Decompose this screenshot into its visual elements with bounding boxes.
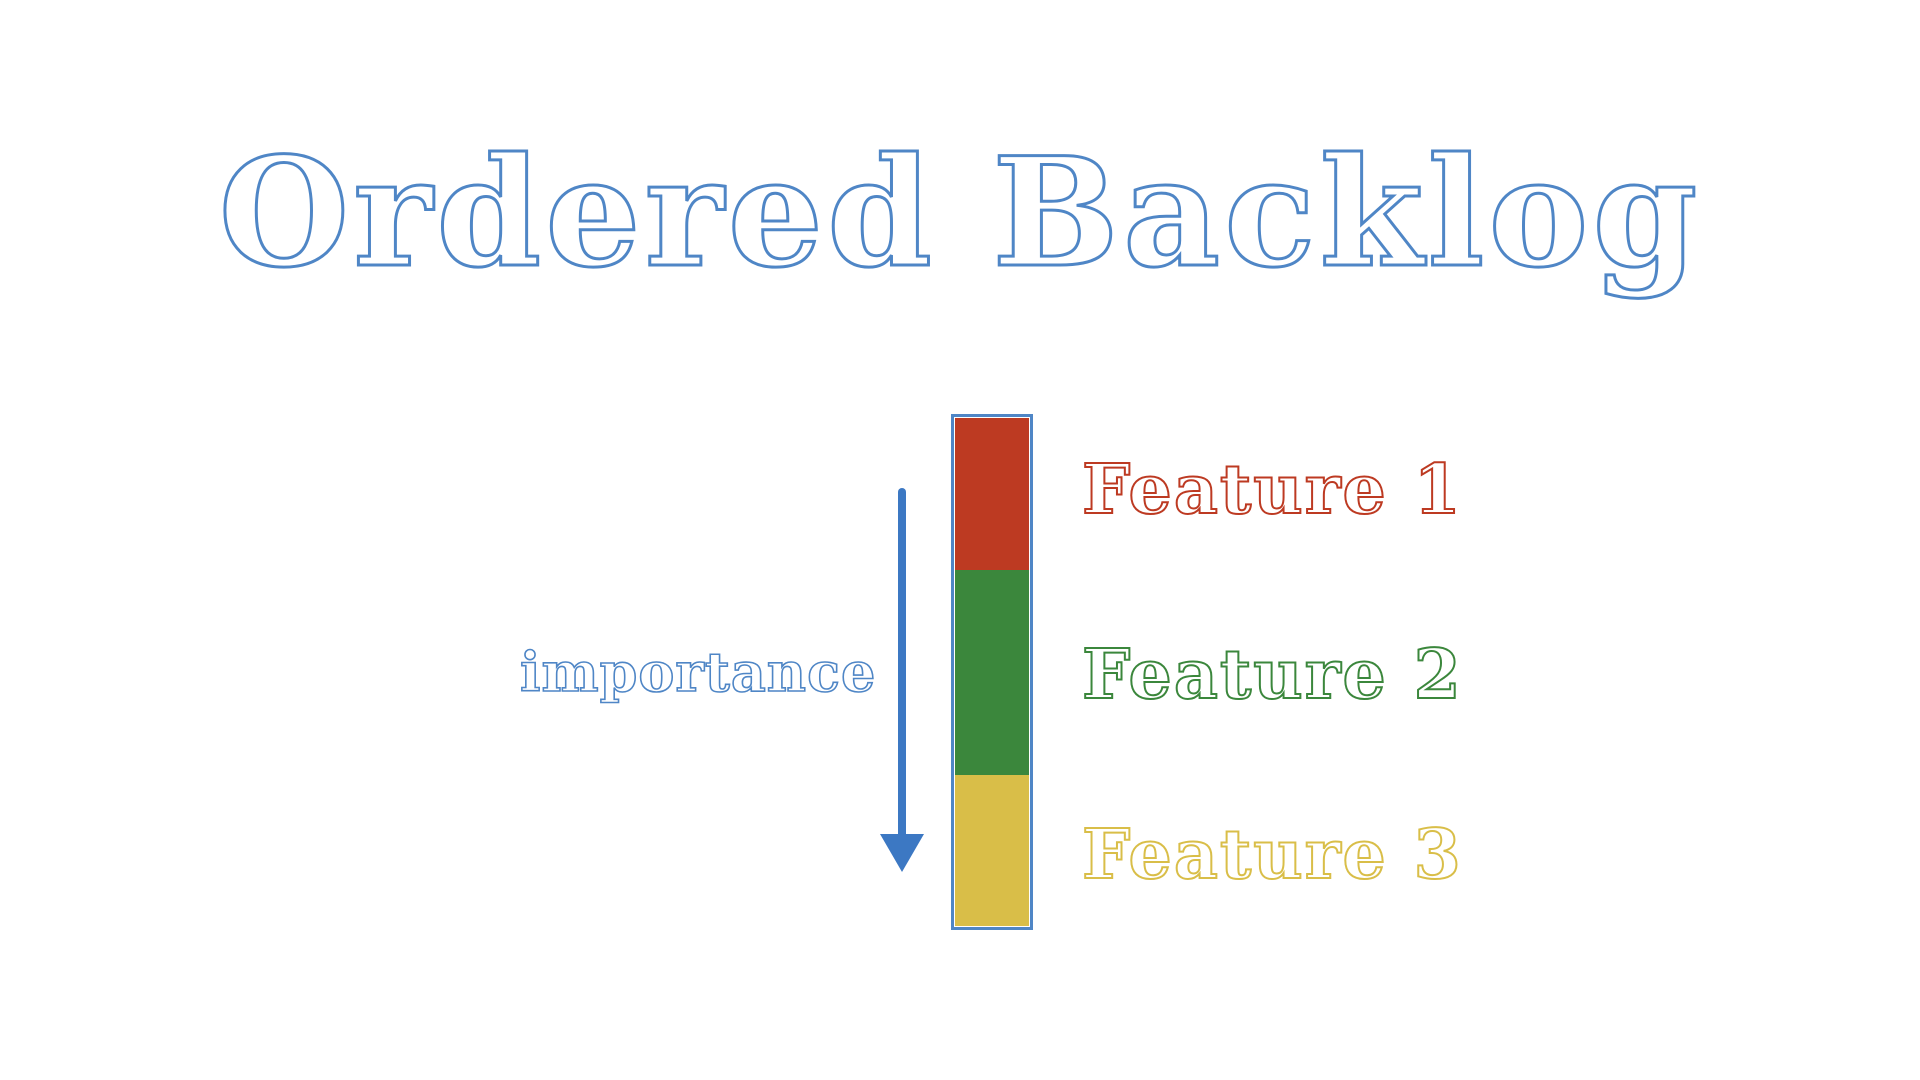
feature-3-label: Feature 3 [1081,814,1463,896]
feature-2-label: Feature 2 [1081,634,1463,716]
down-arrow-icon [880,488,924,872]
feature-3-block [955,775,1029,926]
importance-label: importance [519,639,877,705]
feature-1-label: Feature 1 [1081,449,1463,531]
feature-1-block [955,418,1029,570]
slide-title: Ordered Backlog [217,125,1702,301]
backlog-stack-frame [951,414,1033,930]
feature-2-block [955,570,1029,775]
